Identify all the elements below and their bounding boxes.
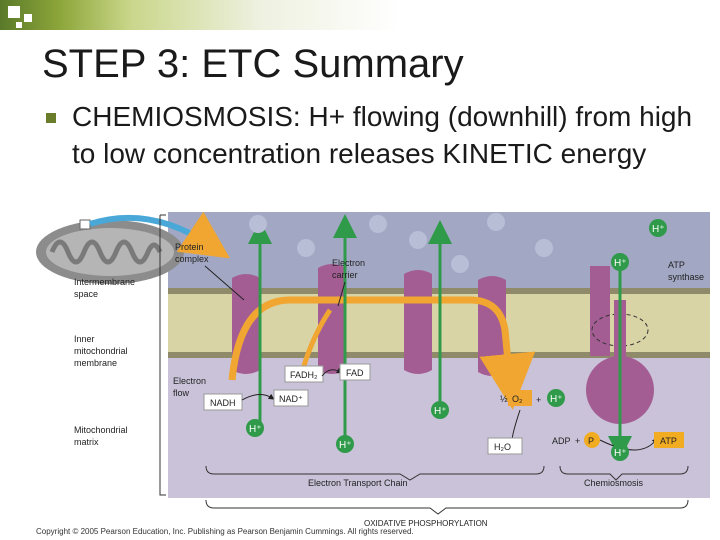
- electron-carrier-label: Electron: [332, 258, 365, 268]
- electron-flow-path: [228, 296, 536, 410]
- electron-flow-label: Electron: [173, 376, 206, 386]
- nadh-box: [203, 393, 243, 411]
- fad-label: FAD: [346, 368, 364, 378]
- phosphate-label: P: [588, 436, 594, 446]
- fadh2-box: [284, 365, 324, 383]
- atp-synthase-label: ATP: [668, 260, 685, 270]
- proton-pump-arrows: [248, 214, 632, 460]
- nad-plus-box: [273, 389, 309, 407]
- h2o-label: H₂O: [494, 442, 511, 452]
- atp-synthase-label: synthase: [668, 272, 704, 282]
- fadh2-label: FADH₂: [290, 370, 318, 380]
- fad-box: [339, 363, 371, 381]
- svg-text:H⁺: H⁺: [614, 258, 627, 269]
- intermembrane-space-label: Intermembrane: [74, 277, 135, 287]
- matrix-label: matrix: [74, 437, 99, 447]
- decoration-square: [24, 14, 32, 22]
- leader-line: [204, 265, 245, 301]
- o2-label: O₂: [512, 394, 523, 404]
- plus-sign: +: [575, 436, 580, 446]
- inner-membrane-label: Inner: [74, 334, 95, 344]
- h-plus-markers: H⁺ H⁺ H⁺ H⁺ H⁺ H⁺: [246, 219, 667, 461]
- reaction-arrow: [321, 367, 343, 377]
- oxphos-bracket: [205, 499, 689, 515]
- intermembrane-space-label: space: [74, 289, 98, 299]
- svg-text:H⁺: H⁺: [249, 424, 262, 435]
- etc-label: Electron Transport Chain: [308, 478, 408, 488]
- bullet-text: CHEMIOSMOSIS: H+ flowing (downhill) from…: [72, 101, 693, 169]
- adp-label: ADP: [552, 436, 571, 446]
- chemiosmosis-label: Chemiosmosis: [584, 478, 644, 488]
- h-plus-label: H⁺: [550, 394, 563, 405]
- protein-complex-label: Protein: [175, 242, 204, 252]
- electron-carrier-label: carrier: [332, 270, 358, 280]
- protein-complex-label: complex: [175, 254, 209, 264]
- plus-sign: +: [536, 395, 541, 405]
- o2-fraction: ½: [500, 394, 508, 404]
- slide-title: STEP 3: ETC Summary: [42, 42, 464, 86]
- svg-text:H⁺: H⁺: [339, 440, 352, 451]
- mitochondrion-icon: [36, 220, 184, 284]
- reaction-arrow: [599, 437, 658, 451]
- h2o-box: [487, 437, 523, 455]
- atp-box: [654, 432, 684, 448]
- svg-text:H⁺: H⁺: [434, 406, 447, 417]
- h-plus-circle: [547, 389, 565, 407]
- zoom-arrow: [89, 211, 230, 259]
- bullet-square-icon: [46, 113, 56, 123]
- o2-box: [508, 390, 532, 406]
- chemiosmosis-bracket: [559, 465, 689, 481]
- inner-membrane-label: membrane: [74, 358, 117, 368]
- atp-label: ATP: [660, 436, 677, 446]
- phosphate-circle: [584, 432, 600, 448]
- decoration-square: [16, 22, 22, 28]
- electron-flow-label: flow: [173, 388, 190, 398]
- inner-membrane-label: mitochondrial: [74, 346, 128, 356]
- copyright-text: Copyright © 2005 Pearson Education, Inc.…: [36, 527, 414, 536]
- nadh-label: NADH: [210, 398, 236, 408]
- matrix-label: Mitochondrial: [74, 425, 128, 435]
- svg-text:H⁺: H⁺: [652, 224, 665, 235]
- title-decoration-bar: [0, 0, 720, 30]
- bracket: [159, 214, 166, 496]
- svg-text:H⁺: H⁺: [614, 448, 627, 459]
- zoom-box: [79, 219, 91, 230]
- leader-line: [337, 281, 346, 307]
- oxphos-label: OXIDATIVE PHOSPHORYLATION: [364, 519, 488, 528]
- reaction-arrow: [241, 393, 275, 401]
- h-plus-ions: [249, 213, 553, 273]
- nad-plus-label: NAD⁺: [279, 394, 303, 404]
- decoration-square: [8, 6, 20, 18]
- etc-bracket: [205, 465, 545, 481]
